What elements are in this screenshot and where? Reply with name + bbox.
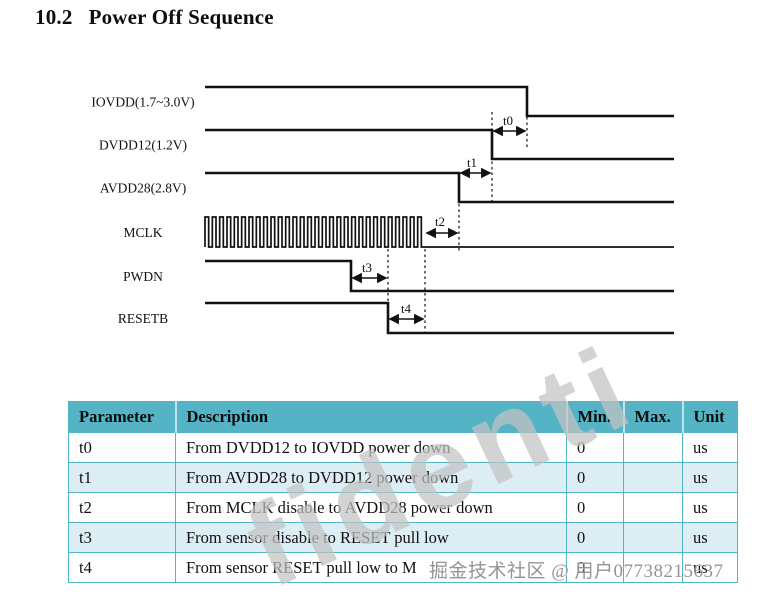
max-cell — [623, 462, 683, 493]
marker-label-t4: t4 — [401, 301, 412, 316]
marker-label-t1: t1 — [467, 155, 477, 170]
waveform-PWDN — [205, 259, 674, 293]
min-cell: 0 — [566, 462, 624, 493]
waveform-DVDD1212V — [205, 128, 674, 161]
description-cell: From DVDD12 to IOVDD power down — [175, 432, 567, 463]
marker-label-t3: t3 — [362, 260, 372, 275]
signal-label-AVDD2828V: AVDD28(2.8V) — [100, 181, 186, 196]
waveform-RESETB — [205, 301, 674, 335]
signal-label-RESETB: RESETB — [118, 311, 168, 326]
section-number: 10.2 — [35, 5, 73, 29]
description-cell: From MCLK disable to AVDD28 power down — [175, 492, 567, 523]
signal-label-DVDD1212V: DVDD12(1.2V) — [99, 138, 187, 153]
parameter-cell: t0 — [68, 432, 176, 463]
unit-cell: us — [682, 432, 738, 463]
col-header-min: Min. — [565, 401, 624, 433]
col-header-max: Max. — [622, 401, 683, 433]
waveform-IOVDD1730V — [205, 85, 674, 118]
parameter-cell: t2 — [68, 492, 176, 523]
section-title: Power Off Sequence — [88, 5, 274, 29]
min-cell: 0 — [566, 522, 624, 553]
signal-label-MCLK: MCLK — [123, 225, 162, 240]
description-cell: From AVDD28 to DVDD12 power down — [175, 462, 567, 493]
signal-label-PWDN: PWDN — [123, 269, 163, 284]
signal-label-IOVDD1730V: IOVDD(1.7~3.0V) — [91, 95, 194, 110]
col-header-unit: Unit — [681, 401, 738, 433]
max-cell — [623, 432, 683, 463]
unit-cell: us — [682, 552, 738, 583]
waveform-AVDD2828V — [205, 171, 674, 204]
parameter-cell: t3 — [68, 522, 176, 553]
marker-label-t2: t2 — [435, 214, 445, 229]
description-cell: From sensor disable to RESET pull low — [175, 522, 567, 553]
unit-cell: us — [682, 462, 738, 493]
description-cell: From sensor RESET pull low to M — [175, 552, 567, 583]
col-header-parameter: Parameter — [68, 401, 176, 433]
max-cell — [623, 552, 683, 583]
parameter-cell: t1 — [68, 462, 176, 493]
col-header-description: Description — [174, 401, 567, 433]
min-cell: 0 — [566, 432, 624, 463]
min-cell: 0 — [566, 552, 624, 583]
parameter-cell: t4 — [68, 552, 176, 583]
waveform-MCLK — [204, 216, 674, 248]
section-heading: 10.2 Power Off Sequence — [35, 5, 274, 30]
marker-label-t0: t0 — [503, 113, 513, 128]
unit-cell: us — [682, 492, 738, 523]
unit-cell: us — [682, 522, 738, 553]
min-cell: 0 — [566, 492, 624, 523]
max-cell — [623, 522, 683, 553]
max-cell — [623, 492, 683, 523]
